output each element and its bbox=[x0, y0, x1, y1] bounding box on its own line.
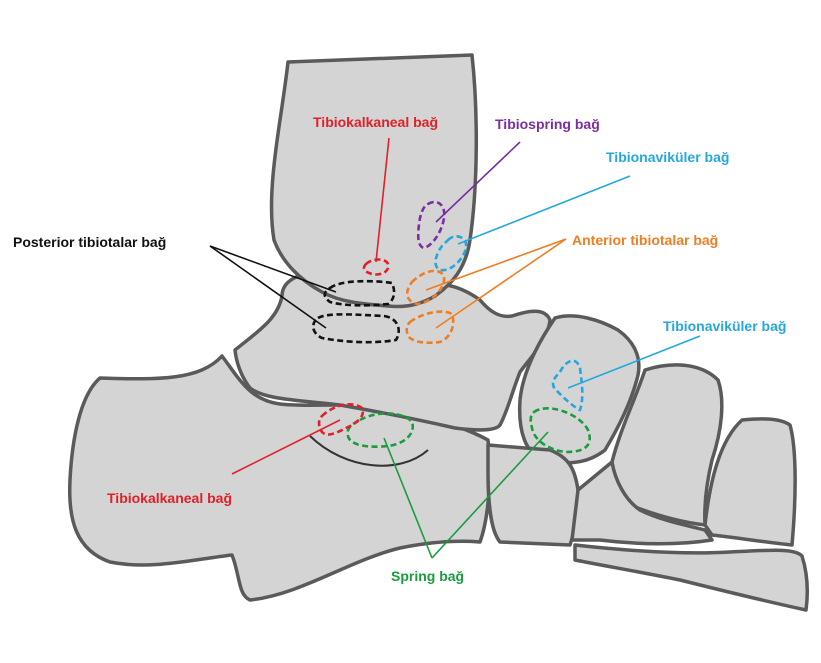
posterior-tibiotalar-leader-lower bbox=[209, 245, 327, 329]
tibiocalcaneal-bottom-leader bbox=[231, 419, 341, 475]
metatarsal-bone bbox=[573, 543, 809, 612]
tibiocalcaneal-top-outline bbox=[362, 258, 390, 276]
navicular-bone bbox=[517, 314, 641, 465]
cuneiform-bone-3 bbox=[703, 417, 797, 547]
ligament-outlines bbox=[311, 200, 591, 454]
tibiocalcaneal-top-leader bbox=[375, 137, 390, 263]
sustentaculum-edge-line bbox=[309, 435, 429, 467]
tibionavicular-right-outline bbox=[551, 359, 584, 412]
tibiospring-label: Tibiospring bağ bbox=[495, 116, 600, 132]
tibionavicular-label-top: Tibionaviküler bağ bbox=[606, 149, 730, 165]
spring-outline-left bbox=[346, 412, 415, 448]
posterior-tibiotalar-outline-lower bbox=[311, 313, 400, 344]
calcaneus-bone bbox=[67, 354, 492, 602]
tibionavicular-top-leader bbox=[457, 175, 631, 245]
anterior-tibiotalar-leader-upper bbox=[425, 238, 567, 291]
spring-leader-right bbox=[431, 431, 549, 559]
tibia-bone bbox=[269, 53, 479, 309]
anterior-tibiotalar-leader-lower bbox=[435, 238, 567, 329]
spring-label: Spring bağ bbox=[391, 568, 465, 584]
cuboid-bone bbox=[486, 443, 581, 547]
tibiospring-leader bbox=[435, 141, 521, 223]
tibionavicular-right-leader bbox=[567, 335, 701, 389]
bones bbox=[67, 53, 809, 612]
anterior-tibiotalar-label: Anterior tibiotalar bağ bbox=[572, 232, 719, 248]
tibionavicular-label-right: Tibionaviküler bağ bbox=[663, 318, 787, 334]
tibiocalcaneal-label-bottom: Tibiokalkaneal bağ bbox=[107, 490, 233, 506]
posterior-tibiotalar-outline-upper bbox=[323, 279, 396, 307]
anterior-tibiotalar-outline-lower bbox=[405, 310, 455, 345]
posterior-tibiotalar-label: Posterior tibiotalar bağ bbox=[13, 234, 167, 250]
spring-outline-right bbox=[529, 407, 591, 454]
anterior-tibiotalar-outline-upper bbox=[405, 269, 446, 306]
posterior-tibiotalar-leader-upper bbox=[209, 245, 337, 293]
tibiocalcaneal-bottom-outline bbox=[317, 403, 365, 436]
spring-leader-left bbox=[383, 437, 433, 559]
tibionavicular-top-outline bbox=[434, 235, 468, 272]
leader-lines bbox=[209, 137, 701, 559]
cuneiform-bone-2 bbox=[570, 460, 714, 546]
tibiocalcaneal-label-top: Tibiokalkaneal bağ bbox=[313, 114, 439, 130]
